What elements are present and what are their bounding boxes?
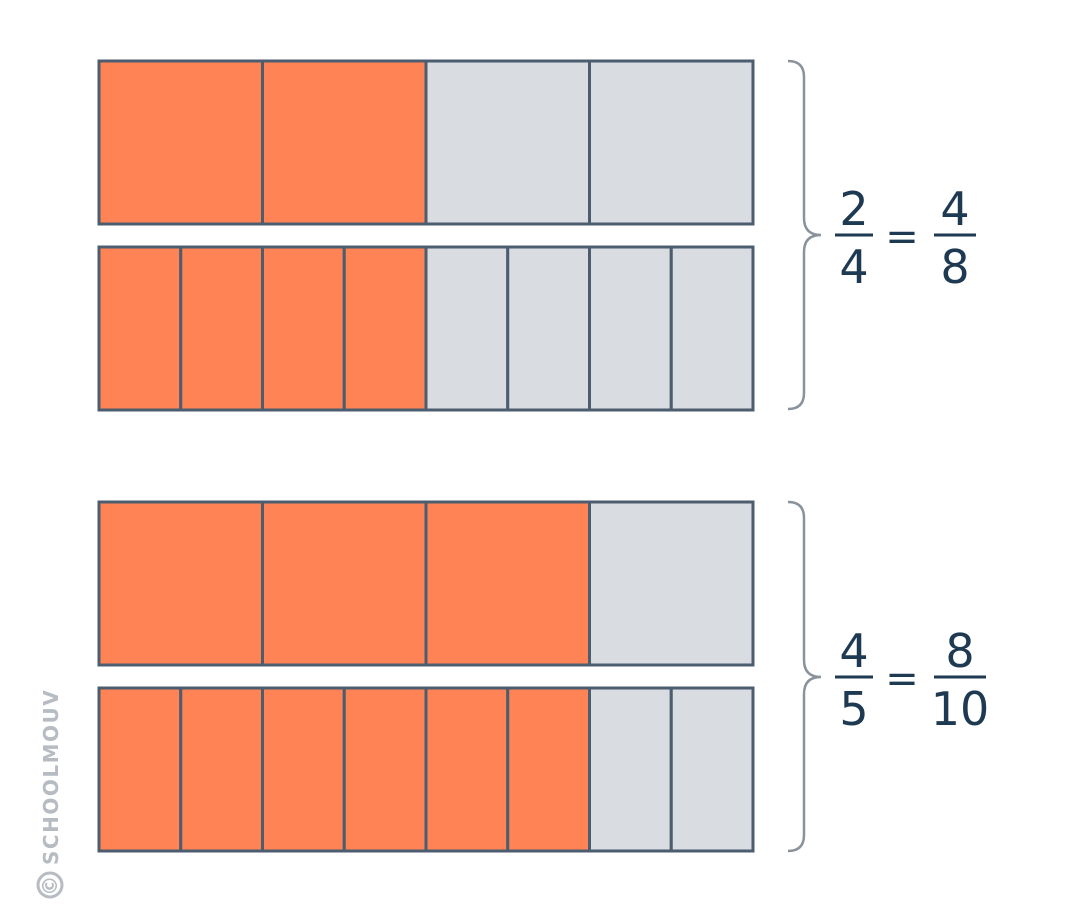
fraction-denominator: 5 (839, 682, 868, 736)
watermark: © SCHOOLMOUV (36, 689, 64, 899)
empty-part (588, 245, 673, 412)
empty-part (424, 245, 510, 412)
filled-part (179, 686, 264, 853)
fraction-numerator: 4 (839, 624, 868, 678)
filled-part (424, 686, 510, 853)
equals-sign: = (885, 214, 919, 260)
fraction-equation-1: 2 4 = 4 8 (835, 182, 976, 294)
filled-part (342, 686, 428, 853)
fraction-group-1: 2 4 = 4 8 (97, 59, 976, 412)
filled-part (97, 500, 264, 667)
empty-part (588, 686, 673, 853)
filled-part (424, 500, 591, 667)
fraction-denominator: 8 (940, 240, 969, 294)
filled-part (261, 686, 346, 853)
empty-part (588, 59, 755, 226)
bar-2b (97, 686, 755, 853)
watermark-text: SCHOOLMOUV (39, 689, 63, 865)
empty-part (506, 245, 591, 412)
right-brace-icon (787, 59, 822, 411)
fraction-group-2: 4 5 = 8 10 (97, 500, 989, 853)
fraction-denominator: 4 (839, 240, 868, 294)
filled-part (97, 245, 183, 412)
fraction-denominator: 10 (931, 682, 990, 736)
filled-part (261, 500, 428, 667)
empty-part (424, 59, 591, 226)
copyright-icon (36, 871, 64, 899)
equals-sign: = (885, 656, 919, 702)
filled-part (97, 686, 183, 853)
fraction-equation-2: 4 5 = 8 10 (835, 624, 989, 736)
empty-part (669, 245, 755, 412)
fraction-numerator: 8 (945, 624, 974, 678)
filled-part (261, 245, 346, 412)
filled-part (179, 245, 264, 412)
empty-part (669, 686, 755, 853)
bar-1b (97, 245, 755, 412)
filled-part (342, 245, 428, 412)
filled-part (97, 59, 264, 226)
fraction-numerator: 2 (839, 182, 868, 236)
filled-part (261, 59, 428, 226)
bar-2a (97, 500, 755, 667)
empty-part (588, 500, 755, 667)
copyright-symbol: © (38, 874, 62, 896)
fraction-numerator: 4 (940, 182, 969, 236)
bar-1a (97, 59, 755, 226)
right-brace-icon (787, 500, 822, 853)
filled-part (506, 686, 591, 853)
